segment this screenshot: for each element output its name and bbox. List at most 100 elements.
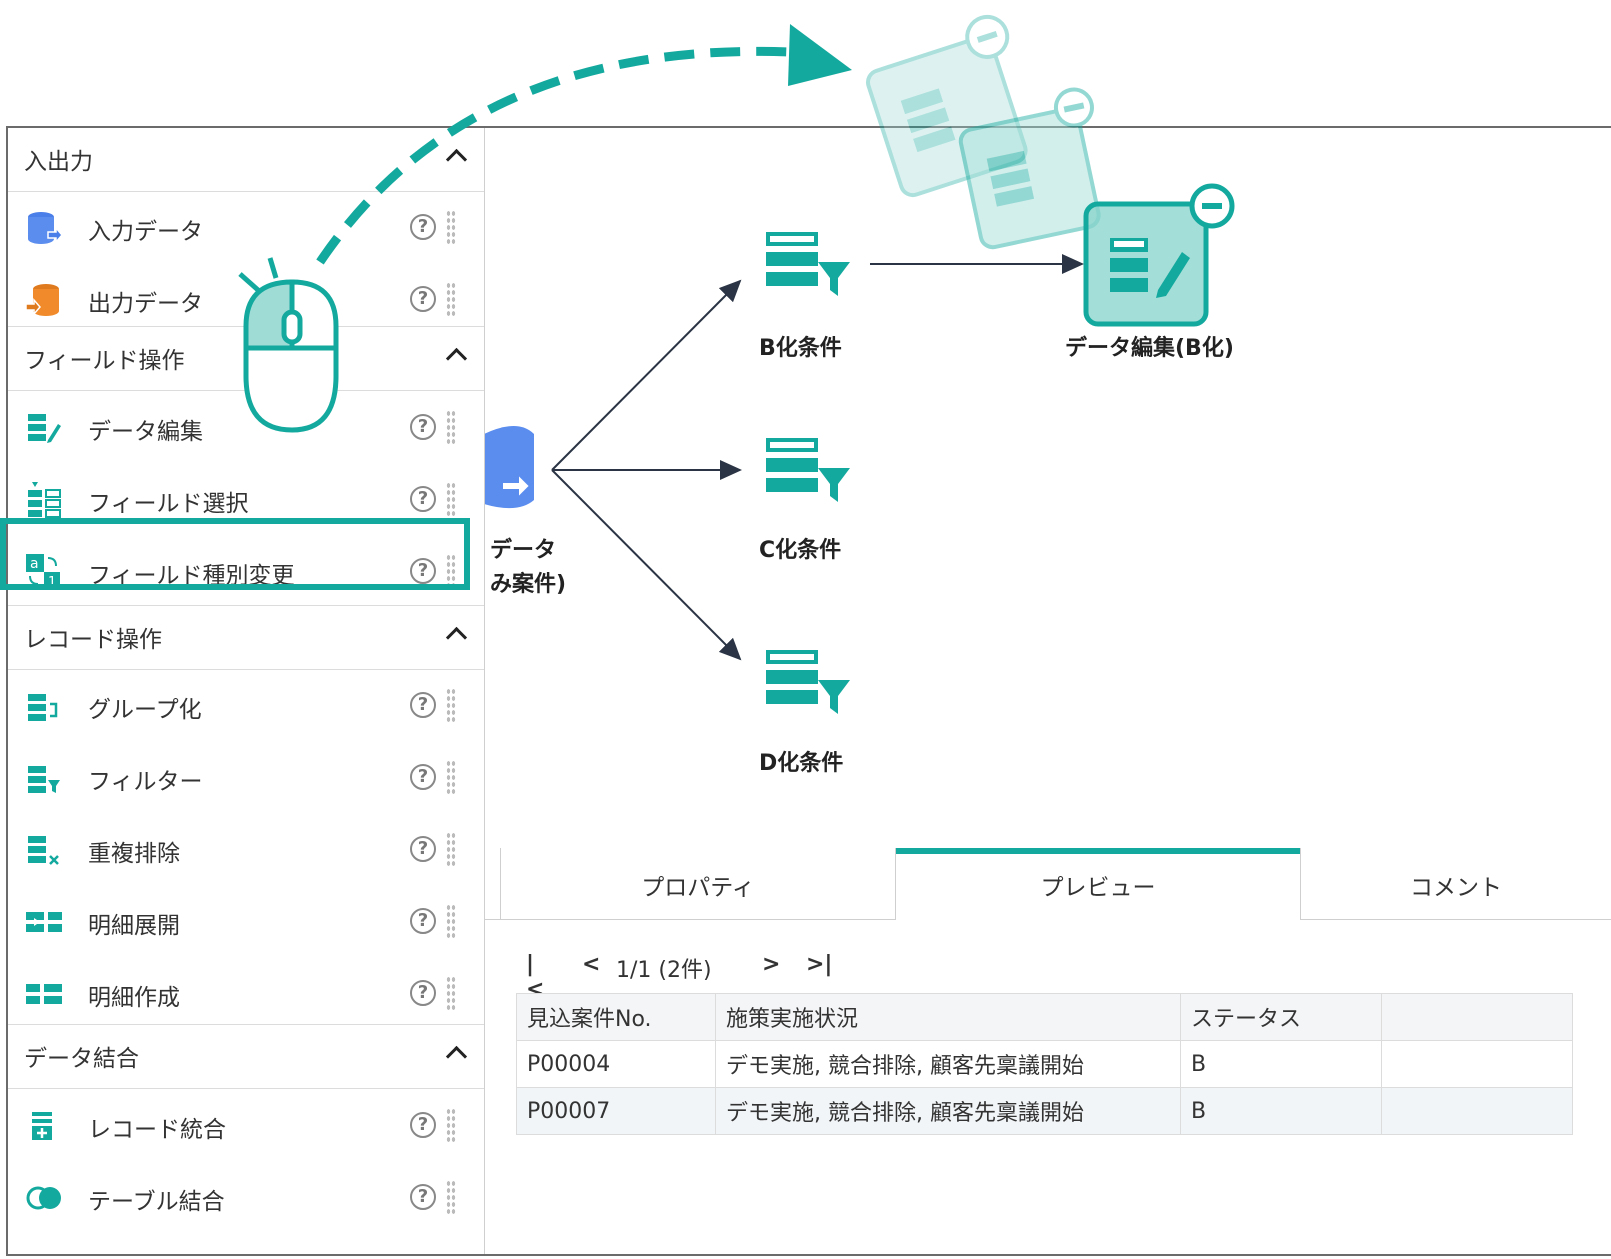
table-cell: P00004 [516,1040,716,1088]
help-icon[interactable]: ? [410,836,436,862]
chevron-up-icon[interactable] [445,626,468,649]
column-header[interactable]: 施策実施状況 [715,993,1181,1041]
section-title: データ結合 [24,1046,139,1072]
help-icon[interactable]: ? [410,414,436,440]
section-header-io[interactable]: 入出力 [8,128,484,192]
section-title: フィールド操作 [24,348,185,374]
d-filter-node-icon[interactable] [766,650,852,714]
sidebar-item-filter[interactable]: フィルター ? [8,742,484,814]
table-header-row: 見込案件No. 施策実施状況 ステータス [516,993,1573,1041]
input-data-icon [28,212,62,245]
data-edit-icon [28,414,61,443]
help-icon[interactable]: ? [410,980,436,1006]
sidebar-item-label: データ編集 [88,419,203,445]
sidebar-item-field-select[interactable]: フィールド選択 ? [8,464,484,536]
sidebar-item-table-join[interactable]: テーブル結合 ? [8,1162,484,1234]
sidebar-item-label: テーブル結合 [88,1189,225,1215]
prev-page-button[interactable]: < [582,952,601,977]
help-icon[interactable]: ? [410,1112,436,1138]
drag-gesture-overlay [238,24,852,433]
field-select-icon [28,482,61,518]
section-header-data-join[interactable]: データ結合 [8,1025,484,1089]
table-row[interactable]: P00007 デモ実施, 競合排除, 顧客先稟議開始 B [516,1087,1573,1135]
sidebar-item-detail-expand[interactable]: 明細展開 ? [8,886,484,958]
last-page-button[interactable]: >| [806,952,833,977]
help-icon[interactable]: ? [410,764,436,790]
section-title: レコード操作 [24,627,162,653]
selected-item-highlight [0,518,470,590]
sidebar-item-data-edit[interactable]: データ編集 ? [8,392,484,464]
detail-create-icon [26,984,62,1004]
sidebar-item-input-data[interactable]: 入力データ ? [8,192,484,264]
source-data-node-icon[interactable] [484,424,554,514]
help-icon[interactable]: ? [410,908,436,934]
drag-handle-icon[interactable] [446,832,456,866]
help-icon[interactable]: ? [410,286,436,312]
sidebar-item-label: レコード統合 [88,1117,226,1143]
page-indicator: 1/1 (2件) [616,958,712,983]
drag-path-arrow [316,46,791,265]
group-icon [28,694,58,721]
svg-text:a: a [30,556,39,572]
drag-handle-icon[interactable] [446,282,456,316]
chevron-up-icon[interactable] [445,1045,468,1068]
section-header-record-ops[interactable]: レコード操作 [8,606,484,670]
drag-handle-icon[interactable] [446,554,456,588]
drag-handle-icon[interactable] [446,410,456,444]
tab-properties[interactable]: プロパティ [500,848,896,920]
c-filter-node-label: C化条件 [759,538,842,563]
drag-handle-icon[interactable] [446,210,456,244]
drag-handle-icon[interactable] [446,760,456,794]
column-header[interactable]: ステータス [1180,993,1382,1041]
source-node-label-line1: データ [490,538,557,563]
help-icon[interactable]: ? [410,486,436,512]
drag-handle-icon[interactable] [446,1180,456,1214]
filter-icon [28,766,60,793]
next-page-button[interactable]: > [762,952,781,977]
bottom-panel-tabs: プロパティ プレビュー コメント [484,848,1611,920]
column-header[interactable]: 見込案件No. [516,993,716,1041]
sidebar-item-group[interactable]: グループ化 ? [8,670,484,742]
drag-handle-icon[interactable] [446,482,456,516]
sidebar-item-record-merge[interactable]: レコード統合 ? [8,1090,484,1162]
c-filter-node-icon[interactable] [766,438,852,502]
tab-spacer [484,848,502,920]
table-cell: デモ実施, 競合排除, 顧客先稟議開始 [715,1040,1181,1088]
sidebar-item-label: フィールド選択 [88,491,249,517]
output-data-icon [26,284,59,317]
sidebar-item-output-data[interactable]: 出力データ ? [8,264,484,336]
sidebar-item-label: 重複排除 [88,841,180,867]
drag-handle-icon[interactable] [446,904,456,938]
preview-table: 見込案件No. 施策実施状況 ステータス P00004 デモ実施, 競合排除, … [516,993,1573,1135]
drag-handle-icon[interactable] [446,1108,456,1142]
help-icon[interactable]: ? [410,214,436,240]
sidebar-item-label: 明細作成 [88,985,180,1011]
sidebar-item-dedupe[interactable]: 重複排除 ? [8,814,484,886]
sidebar-item-label: フィルター [88,769,203,795]
help-icon[interactable]: ? [410,558,436,584]
drag-handle-icon[interactable] [446,976,456,1010]
help-icon[interactable]: ? [410,692,436,718]
help-icon[interactable]: ? [410,1184,436,1210]
tab-preview[interactable]: プレビュー [896,848,1300,920]
tab-label: コメント [1410,875,1502,901]
table-row[interactable]: P00004 デモ実施, 競合排除, 顧客先稟議開始 B [516,1040,1573,1088]
tab-comment[interactable]: コメント [1300,848,1611,920]
tab-label: プロパティ [641,875,755,901]
field-type-change-icon: a 1 [26,554,60,590]
section-title: 入出力 [24,149,93,175]
tab-label: プレビュー [1040,875,1156,901]
drag-handle-icon[interactable] [446,688,456,722]
data-edit-b-node-label: データ編集(B化) [1065,336,1234,361]
column-header-empty [1381,993,1573,1041]
b-filter-node-icon[interactable] [766,232,852,296]
d-filter-node-label: D化条件 [759,751,844,776]
sidebar-item-label: グループ化 [88,697,202,723]
table-cell: P00007 [516,1087,716,1135]
sidebar-item-field-type-change[interactable]: a 1 フィールド種別変更 ? [8,536,484,608]
sidebar-item-detail-create[interactable]: 明細作成 ? [8,958,484,1030]
svg-text:1: 1 [48,575,56,590]
table-cell-empty [1381,1087,1573,1135]
sidebar-item-label: 明細展開 [88,913,180,939]
